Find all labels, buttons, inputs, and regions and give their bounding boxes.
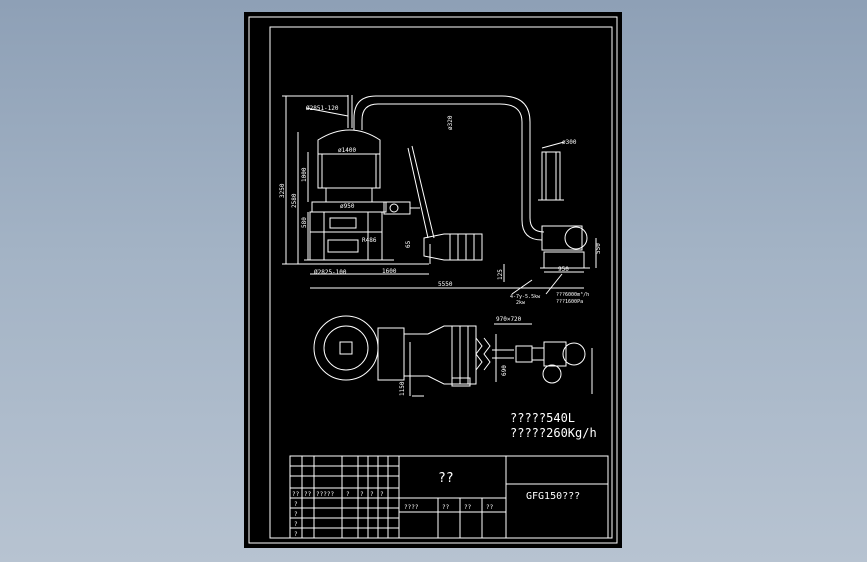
vessel-dia-label: ø1400	[338, 147, 356, 154]
height-2580-label: 2580	[291, 193, 298, 208]
air-note: ???6000m³/h	[556, 292, 589, 298]
height-125-label: 125	[497, 269, 504, 280]
drawing-canvas: Ø2851-120 ø320 ø300 3250 2580 1000 ø1400…	[248, 16, 618, 544]
air-note-2: ???1600Pa	[556, 299, 583, 305]
header-cell: ?	[370, 491, 374, 498]
inlet-label: Ø2851-120	[306, 105, 339, 112]
row-mark: ?	[294, 501, 298, 508]
plan-height-label: 690	[501, 365, 508, 376]
fan-height-label: 550	[595, 243, 602, 254]
header-cell: ?????	[316, 491, 334, 498]
sub-label: ??	[486, 504, 494, 511]
sub-label: ??	[442, 504, 450, 511]
spec-line-2: ?????260Kg/h	[510, 426, 597, 440]
base-dia-label: ø950	[340, 203, 355, 210]
sub-label: ????	[404, 504, 419, 511]
elevation-view	[282, 95, 597, 295]
sub-label: ??	[464, 504, 472, 511]
motor-note: 4-7y-5.5kw	[510, 294, 541, 300]
spec-line-1: ?????540L	[510, 411, 575, 425]
header-cell: ?	[360, 491, 364, 498]
overall-height-label: 3250	[279, 183, 286, 198]
plan-width-label: 970×720	[496, 316, 522, 323]
header-cell: ?	[380, 491, 384, 498]
motor-note-2: 2kw	[516, 300, 526, 306]
outer-border	[248, 16, 618, 544]
row-mark: ?	[294, 531, 298, 538]
plan-view	[313, 315, 593, 397]
model-number: GFG150???	[526, 491, 580, 502]
fan-dia-label: ø300	[562, 139, 577, 146]
radius-label: R486	[362, 237, 377, 244]
drawing-sheet: Ø2851-120 ø320 ø300 3250 2580 1000 ø1400…	[244, 12, 622, 548]
row-mark: ?	[294, 521, 298, 528]
outlet-label: Ø2825-100	[314, 269, 347, 276]
header-cell: ??	[304, 491, 312, 498]
duct-dia-label: ø320	[447, 115, 454, 130]
fan-width-label: 950	[558, 266, 569, 273]
row-mark: ?	[294, 511, 298, 518]
title-block	[289, 455, 609, 539]
drawing-title: ??	[438, 471, 454, 486]
plan-depth-label: 1150	[399, 381, 406, 396]
total-width-label: 5550	[438, 281, 453, 288]
height-580-label: 580	[301, 217, 308, 228]
height-1000-label: 1000	[301, 167, 308, 182]
small-dim-label: 65	[405, 240, 412, 248]
header-cell: ??	[292, 491, 300, 498]
header-cell: ?	[346, 491, 350, 498]
width-1600-label: 1600	[382, 268, 397, 275]
